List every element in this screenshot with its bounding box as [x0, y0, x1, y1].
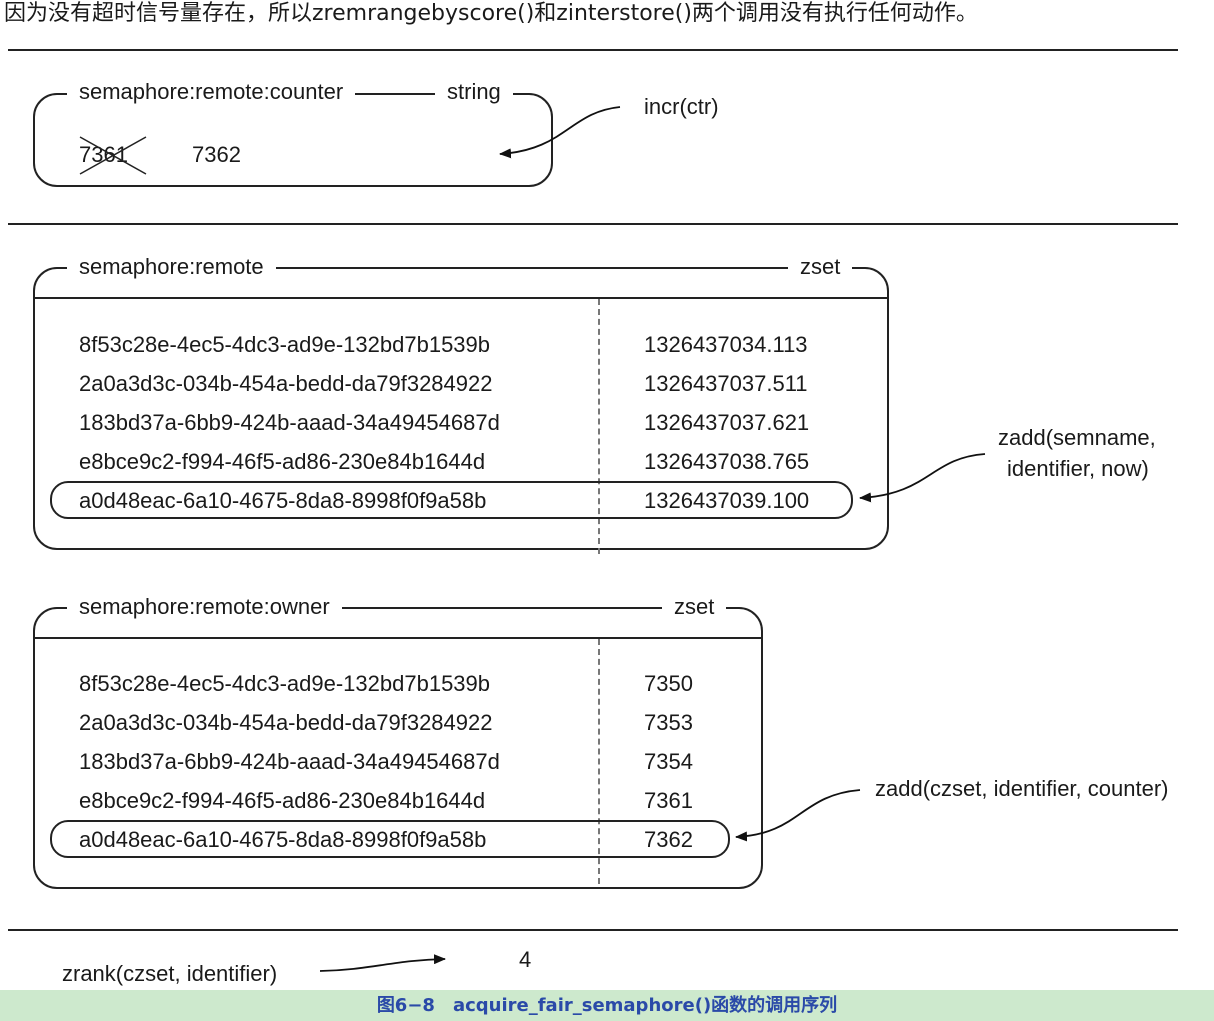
remote-row-score: 1326437038.765 — [644, 449, 810, 474]
strike-line — [79, 136, 147, 175]
owner-row-score: 7353 — [644, 710, 693, 735]
remote-row-score: 1326437037.621 — [644, 410, 810, 435]
counter-key-name: semaphore:remote:counter — [67, 79, 356, 105]
owner-key-name: semaphore:remote:owner — [67, 594, 342, 620]
remote-row-member: e8bce9c2-f994-46f5-ad86-230e84b1644d — [79, 449, 486, 474]
remote-row-score: 1326437039.100 — [644, 488, 810, 513]
counter-call: incr(ctr) — [644, 94, 719, 119]
remote-row-member: a0d48eac-6a10-4675-8da8-8998f0f9a58b — [79, 488, 487, 513]
remote-row-member: 2a0a3d3c-034b-454a-bedd-da79f3284922 — [79, 371, 493, 396]
rank-result: 4 — [519, 947, 532, 972]
figure-caption: 图6−8 acquire_fair_semaphore()函数的调用序列 — [376, 995, 838, 1016]
separator-top — [8, 49, 1178, 51]
remote-row-member: 183bd37a-6bb9-424b-aaad-34a49454687d — [79, 410, 500, 435]
remote-call-line1: zadd(semname, — [998, 425, 1156, 450]
owner-row-score: 7350 — [644, 671, 693, 696]
owner-row-score: 7354 — [644, 749, 693, 774]
counter-header-dash — [396, 93, 432, 95]
zrank-arrow — [319, 954, 446, 972]
remote-header-dash — [310, 267, 788, 269]
separator-bottom — [8, 929, 1178, 931]
owner-row-member: a0d48eac-6a10-4675-8da8-8998f0f9a58b — [79, 827, 487, 852]
zadd-czset-arrow — [735, 789, 861, 842]
owner-row-score: 7362 — [644, 827, 693, 852]
remote-new-entry-highlight — [50, 481, 853, 519]
owner-row-member: 8f53c28e-4ec5-4dc3-ad9e-132bd7b1539b — [79, 671, 491, 696]
remote-row-score: 1326437037.511 — [644, 371, 808, 396]
separator-middle — [8, 223, 1178, 225]
owner-new-entry-highlight — [50, 820, 730, 858]
counter-key-type: string — [435, 79, 513, 105]
owner-header-rule — [33, 637, 763, 639]
owner-call: zadd(czset, identifier, counter) — [875, 776, 1169, 801]
owner-row-member: 183bd37a-6bb9-424b-aaad-34a49454687d — [79, 749, 500, 774]
rank-call: zrank(czset, identifier) — [62, 961, 278, 986]
remote-key-name: semaphore:remote — [67, 254, 276, 280]
remote-row-score: 1326437034.113 — [644, 332, 808, 357]
remote-header-rule — [33, 297, 889, 299]
owner-header-dash — [380, 607, 662, 609]
remote-key-type: zset — [788, 254, 853, 280]
intro-text: 因为没有超时信号量存在，所以zremrangebyscore()和zinters… — [4, 1, 978, 26]
owner-row-member: 2a0a3d3c-034b-454a-bedd-da79f3284922 — [79, 710, 493, 735]
owner-key-type: zset — [662, 594, 727, 620]
owner-column-divider — [598, 639, 600, 884]
caption-bar — [0, 990, 1214, 1021]
owner-row-score: 7361 — [644, 788, 693, 813]
remote-row-member: 8f53c28e-4ec5-4dc3-ad9e-132bd7b1539b — [79, 332, 491, 357]
owner-row-member: e8bce9c2-f994-46f5-ad86-230e84b1644d — [79, 788, 486, 813]
incr-arrow — [499, 106, 621, 159]
counter-old-value: 7361 — [79, 142, 128, 167]
counter-new-value: 7362 — [192, 142, 241, 167]
remote-call-line2: identifier, now) — [1007, 456, 1149, 481]
zadd-semname-arrow — [859, 453, 986, 503]
remote-column-divider — [598, 299, 600, 554]
